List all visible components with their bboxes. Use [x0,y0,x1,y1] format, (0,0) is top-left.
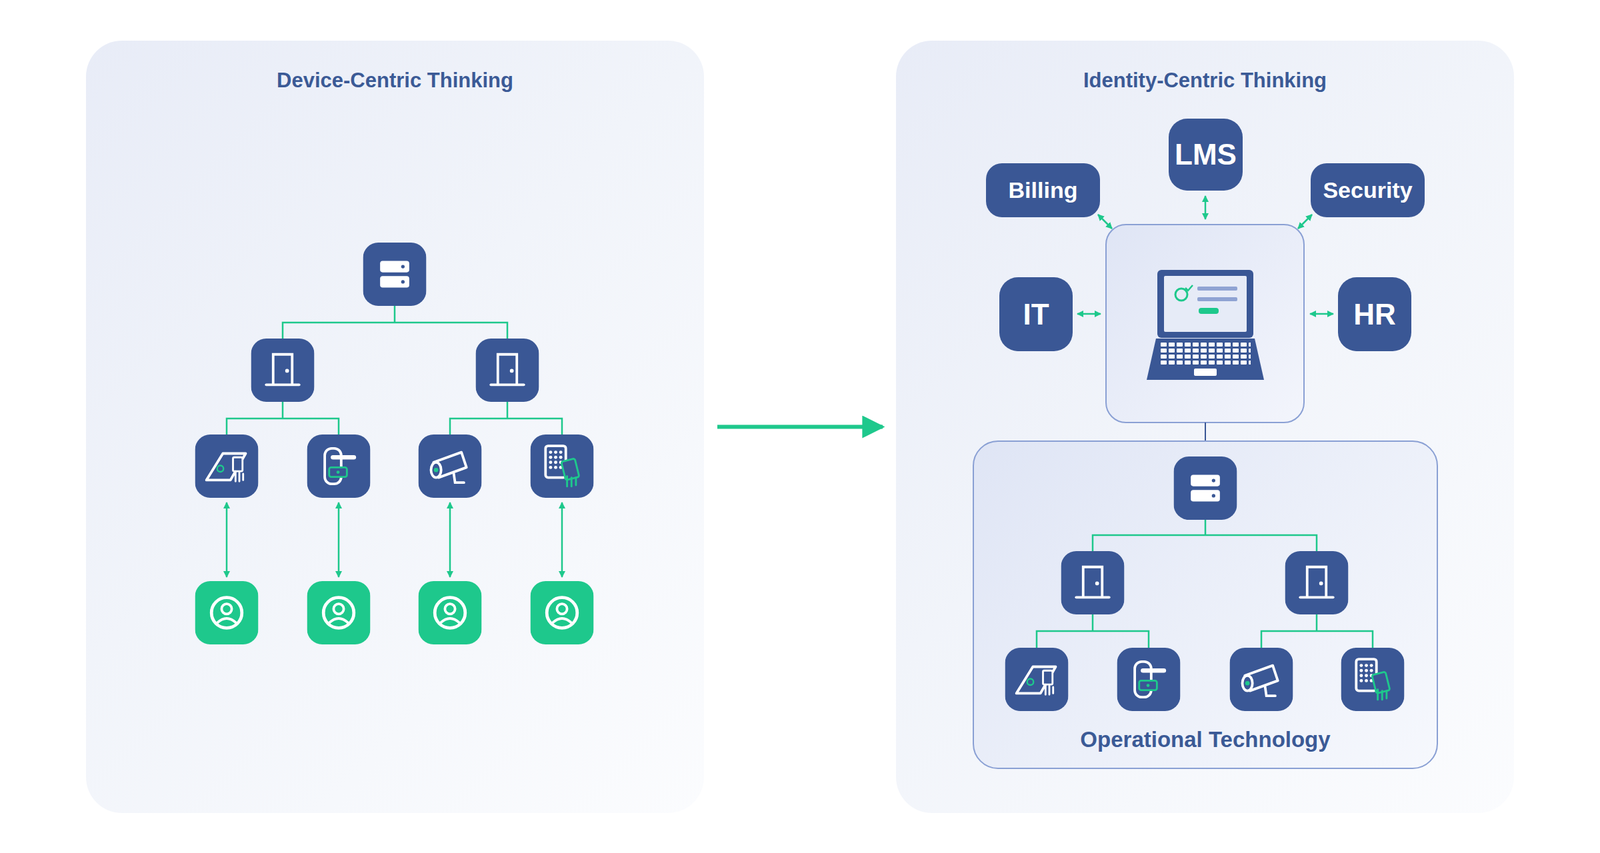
box-label: Security [1322,177,1412,204]
panel-box: Device-Centric Thinking [86,40,704,814]
system-box: IT [999,277,1073,352]
box-label: LMS [1174,138,1237,172]
heading: Device-Centric Thinking [86,68,704,93]
box-label: IT [1022,298,1049,332]
panel-box: Identity-Centric ThinkingLMS Billing Secur… [896,40,1514,814]
system-box: Billing [986,163,1100,218]
box-label: Billing [1008,177,1078,204]
group-box: Operational Technology [972,440,1438,770]
box-label: HR [1353,298,1396,332]
system-box: HR [1338,277,1412,352]
heading: Identity-Centric Thinking [896,68,1514,93]
heading: Operational Technology [974,727,1437,753]
system-box: LMS [1168,118,1243,191]
system-box: Security [1310,163,1425,218]
transition-arrow [717,425,883,430]
